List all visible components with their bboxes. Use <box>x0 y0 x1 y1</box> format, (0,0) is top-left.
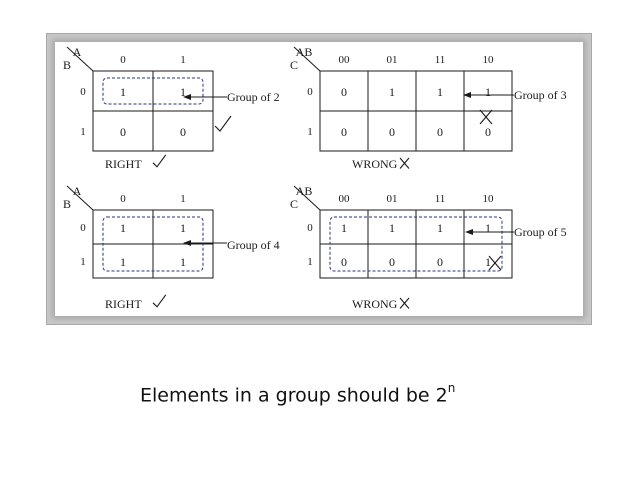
column-header: 1 <box>180 193 186 205</box>
group-outline <box>329 216 503 272</box>
column-header: 11 <box>435 193 446 205</box>
column-header: 01 <box>387 193 398 205</box>
row-header: 0 <box>80 222 86 234</box>
corner-diagonal <box>293 46 321 72</box>
kmap-cell-value: 1 <box>437 85 443 99</box>
row-header: 0 <box>307 86 313 98</box>
kmap-cell-value: 0 <box>485 125 491 139</box>
verdict-check-icon <box>152 294 167 308</box>
kmap-cell-value: 1 <box>341 221 347 235</box>
group-arrow-head <box>465 229 473 235</box>
corner-left-variable: B <box>63 197 71 211</box>
caption-text: Elements in a group should be 2 <box>140 384 448 407</box>
corner-top-variable: A <box>73 45 82 59</box>
kmap-cell-value: 0 <box>437 125 443 139</box>
group-label: Group of 3 <box>514 88 567 102</box>
kmap-cell-value: 1 <box>389 221 395 235</box>
kmap-cell-value: 0 <box>120 125 126 139</box>
corner-top-variable: AB <box>296 45 313 59</box>
kmap-cell-value: 1 <box>120 221 126 235</box>
kmap-cell-value: 0 <box>180 125 186 139</box>
kmap-cell-value: 1 <box>180 255 186 269</box>
kmap-cell-value: 1 <box>485 255 491 269</box>
verdict-label: RIGHT <box>105 157 142 171</box>
row-header: 1 <box>307 256 313 268</box>
cross-stroke <box>399 157 410 169</box>
row-header: 0 <box>307 222 313 234</box>
group-label: Group of 2 <box>227 90 280 104</box>
cross-stroke <box>479 109 493 125</box>
kmap-cell-value: 0 <box>437 255 443 269</box>
corner-top-variable: A <box>73 184 82 198</box>
group-outline <box>102 216 204 272</box>
verdict-cross-icon <box>399 157 410 169</box>
side-cross-icon <box>488 255 502 271</box>
cross-stroke <box>488 255 502 271</box>
verdict-label: WRONG <box>352 297 398 311</box>
row-header: 1 <box>80 256 86 268</box>
group-arrow-head <box>183 94 191 100</box>
group-arrow-head <box>463 92 471 98</box>
corner-diagonal <box>293 185 321 211</box>
column-header: 00 <box>339 54 351 66</box>
kmap-cell-value: 0 <box>341 85 347 99</box>
kmap-cell-value: 0 <box>389 125 395 139</box>
kmap-cell-value: 0 <box>341 125 347 139</box>
kmap-cell-value: 0 <box>389 255 395 269</box>
cross-stroke <box>399 297 410 309</box>
corner-left-variable: B <box>63 58 71 72</box>
kmap-cell-value: 1 <box>180 85 186 99</box>
kmap-cell-value: 0 <box>341 255 347 269</box>
verdict-label: WRONG <box>352 157 398 171</box>
column-header: 0 <box>120 193 126 205</box>
column-header: 00 <box>339 193 351 205</box>
column-header: 10 <box>483 193 495 205</box>
kmap-cell-value: 1 <box>437 221 443 235</box>
kmap-cell-value: 1 <box>485 85 491 99</box>
column-header: 0 <box>120 54 126 66</box>
side-check-icon <box>214 115 232 132</box>
group-label: Group of 5 <box>514 225 567 239</box>
column-header: 11 <box>435 54 446 66</box>
group-label: Group of 4 <box>227 238 280 252</box>
verdict-cross-icon <box>399 297 410 309</box>
corner-left-variable: C <box>290 197 298 211</box>
corner-diagonal <box>66 46 94 72</box>
side-cross-icon <box>479 109 493 125</box>
slide-caption: Elements in a group should be 2n <box>140 381 456 407</box>
kmap-cell-value: 1 <box>120 85 126 99</box>
verdict-check-icon <box>152 154 167 168</box>
row-header: 1 <box>307 126 313 138</box>
column-header: 10 <box>483 54 495 66</box>
corner-diagonal <box>66 185 94 211</box>
row-header: 0 <box>80 86 86 98</box>
verdict-label: RIGHT <box>105 297 142 311</box>
row-header: 1 <box>80 126 86 138</box>
corner-top-variable: AB <box>296 184 313 198</box>
kmap-cell-value: 1 <box>180 221 186 235</box>
column-header: 1 <box>180 54 186 66</box>
kmap-cell-value: 1 <box>485 221 491 235</box>
caption-exponent: n <box>447 381 456 395</box>
kmap-cell-value: 1 <box>120 255 126 269</box>
kmap-cell-value: 1 <box>389 85 395 99</box>
group-arrow-head <box>183 240 191 246</box>
group-outline <box>102 77 204 105</box>
corner-left-variable: C <box>290 58 298 72</box>
column-header: 01 <box>387 54 398 66</box>
